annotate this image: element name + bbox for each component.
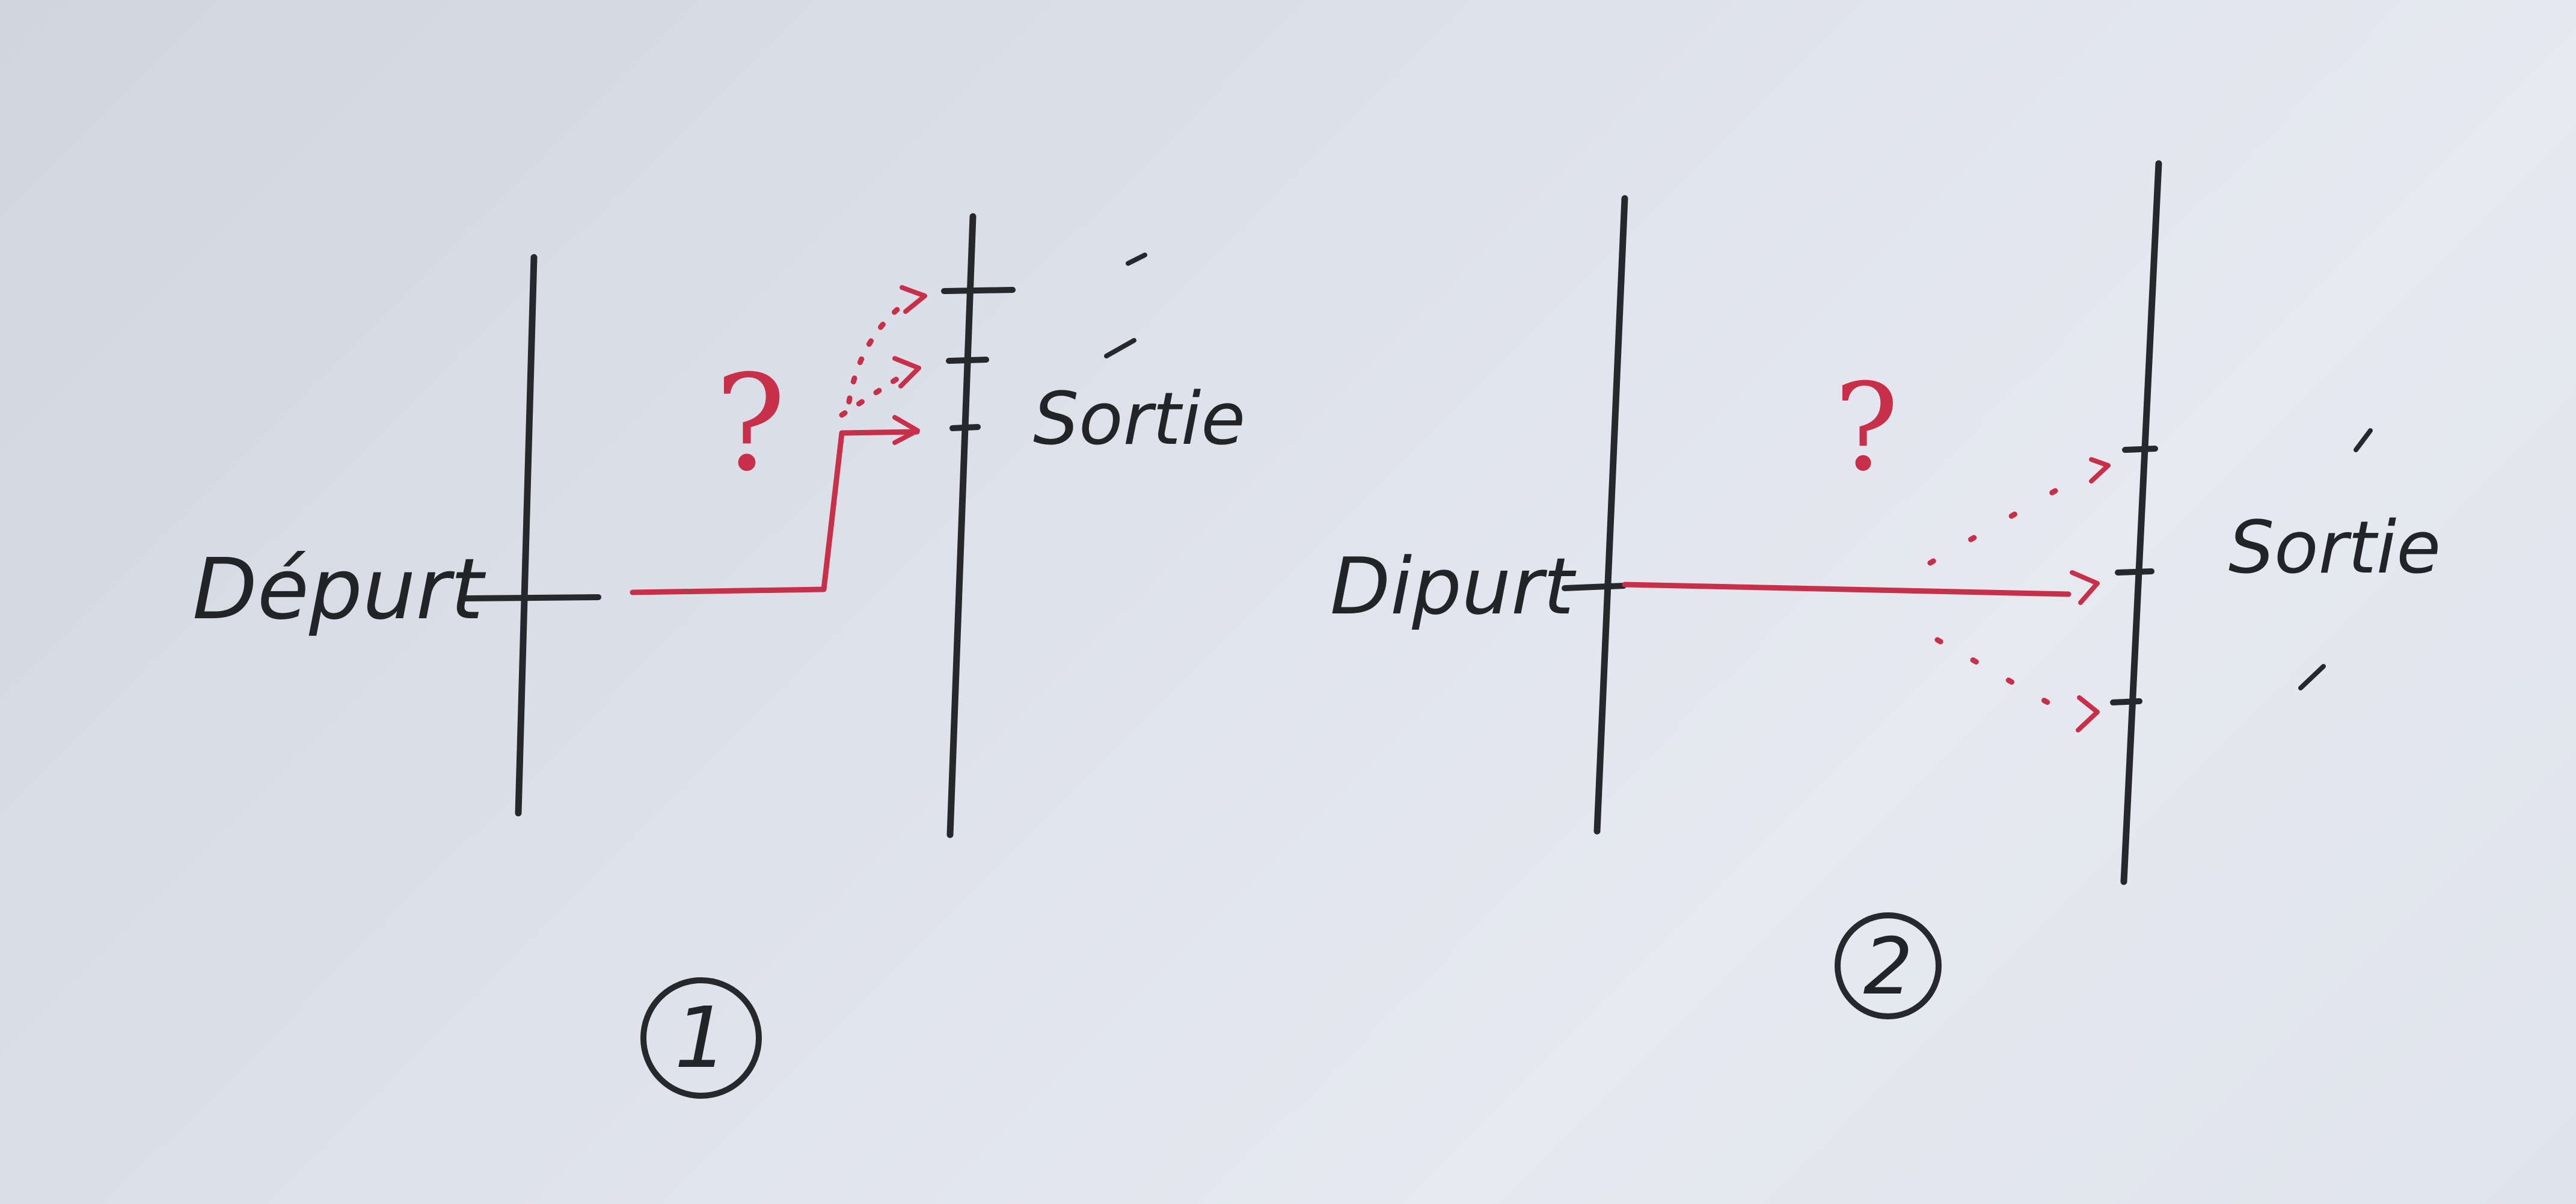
exit-mark-middle (1104, 338, 1136, 358)
exit-tick-bottom (2110, 698, 2142, 705)
red-path-dotted-up (1927, 473, 2084, 566)
start-label-2: Dipurt (1330, 541, 1577, 632)
red-path-dotted-middle-arrow (892, 356, 921, 389)
exit-mark-top (1126, 253, 1147, 266)
exit-mark-bottom (2298, 664, 2326, 690)
red-path-arrowhead (892, 415, 920, 445)
number-label-1: 1 (674, 989, 728, 1087)
question-mark-2: ? (1834, 358, 1898, 498)
exit-tick-middle (2115, 568, 2154, 576)
red-path-dotted-top-arrow (900, 285, 927, 314)
red-path-dotted-top (846, 298, 911, 405)
start-line (515, 254, 538, 817)
exit-tick-middle (946, 357, 989, 364)
exit-mark-top (2354, 428, 2373, 452)
exit-tick-top (941, 287, 1016, 294)
number-circle-1 (640, 977, 762, 1099)
number-circle-2 (1835, 912, 1942, 1019)
red-path-solid (630, 429, 920, 595)
exit-line (946, 213, 977, 838)
exit-line (2120, 160, 2162, 885)
exit-tick-top (2122, 446, 2158, 453)
red-path-dotted-up-arrow (2089, 457, 2111, 484)
start-tick (1562, 583, 1627, 591)
red-path-arrowhead (2070, 570, 2100, 605)
exit-label-2: Sortie (2228, 506, 2441, 590)
diagram-1: ? Dépurt Sortie 1 (192, 213, 1245, 1099)
start-tick (462, 594, 601, 601)
number-label-2: 2 (1863, 921, 1913, 1012)
start-line (1593, 195, 1628, 835)
exit-label-1: Sortie (1033, 378, 1245, 461)
question-mark-1: ? (715, 346, 786, 500)
start-label-1: Dépurt (192, 541, 486, 639)
red-path-dotted-down-arrow (2076, 695, 2100, 733)
diagram-2: ? Dipurt Sortie 2 (1330, 160, 2441, 1019)
exit-tick-bottom (949, 424, 981, 431)
red-path-solid (1622, 582, 2072, 597)
red-path-dotted-middle (839, 369, 911, 418)
red-path-dotted-down (1934, 637, 2065, 714)
